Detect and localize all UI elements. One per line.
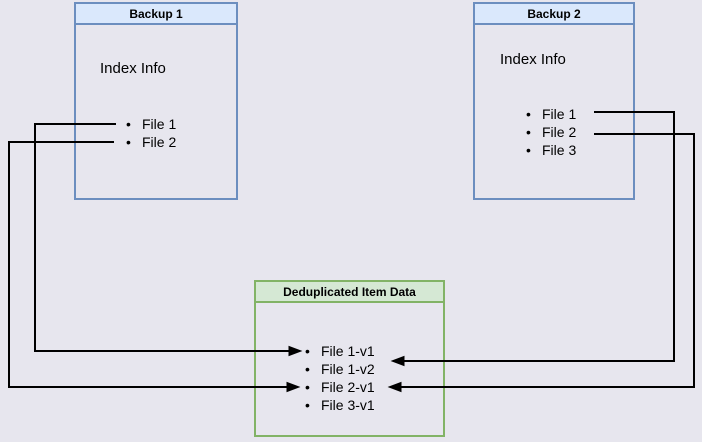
backup1-index-info-label: Index Info bbox=[100, 60, 166, 77]
dedup-file3v1-item: File 3-v1 bbox=[305, 396, 375, 414]
backup1-file-list: File 1 File 2 bbox=[126, 115, 176, 151]
dedup-file2v1-item: File 2-v1 bbox=[305, 378, 375, 396]
backup2-box: Backup 2 Index Info File 1 File 2 File 3 bbox=[473, 2, 635, 200]
dedup-box: Deduplicated Item Data File 1-v1 File 1-… bbox=[254, 280, 445, 437]
backup2-index-info-label: Index Info bbox=[500, 51, 566, 68]
backup2-file2-item: File 2 bbox=[526, 123, 576, 141]
backup1-title: Backup 1 bbox=[76, 4, 236, 25]
dedup-title: Deduplicated Item Data bbox=[256, 282, 443, 303]
backup1-file2-item: File 2 bbox=[126, 133, 176, 151]
backup2-title: Backup 2 bbox=[475, 4, 633, 25]
backup1-file1-item: File 1 bbox=[126, 115, 176, 133]
backup2-file3-item: File 3 bbox=[526, 141, 576, 159]
backup2-file-list: File 1 File 2 File 3 bbox=[526, 105, 576, 159]
dedup-file1v1-item: File 1-v1 bbox=[305, 342, 375, 360]
dedup-file-list: File 1-v1 File 1-v2 File 2-v1 File 3-v1 bbox=[305, 342, 375, 414]
dedup-file1v2-item: File 1-v2 bbox=[305, 360, 375, 378]
backup1-box: Backup 1 Index Info File 1 File 2 bbox=[74, 2, 238, 200]
backup2-file1-item: File 1 bbox=[526, 105, 576, 123]
